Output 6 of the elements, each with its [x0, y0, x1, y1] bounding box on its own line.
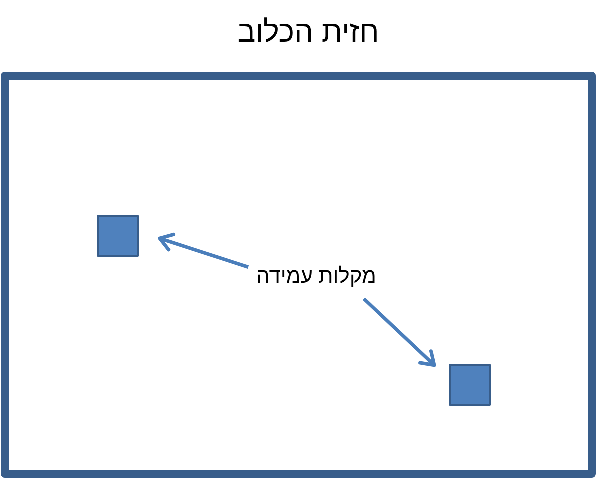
callout-label: מקלות עמידה — [248, 263, 384, 299]
arrow — [362, 298, 436, 368]
square — [97, 215, 139, 257]
arrow — [158, 232, 250, 269]
heading: חזית הכלוב — [238, 16, 380, 50]
square — [449, 364, 491, 406]
